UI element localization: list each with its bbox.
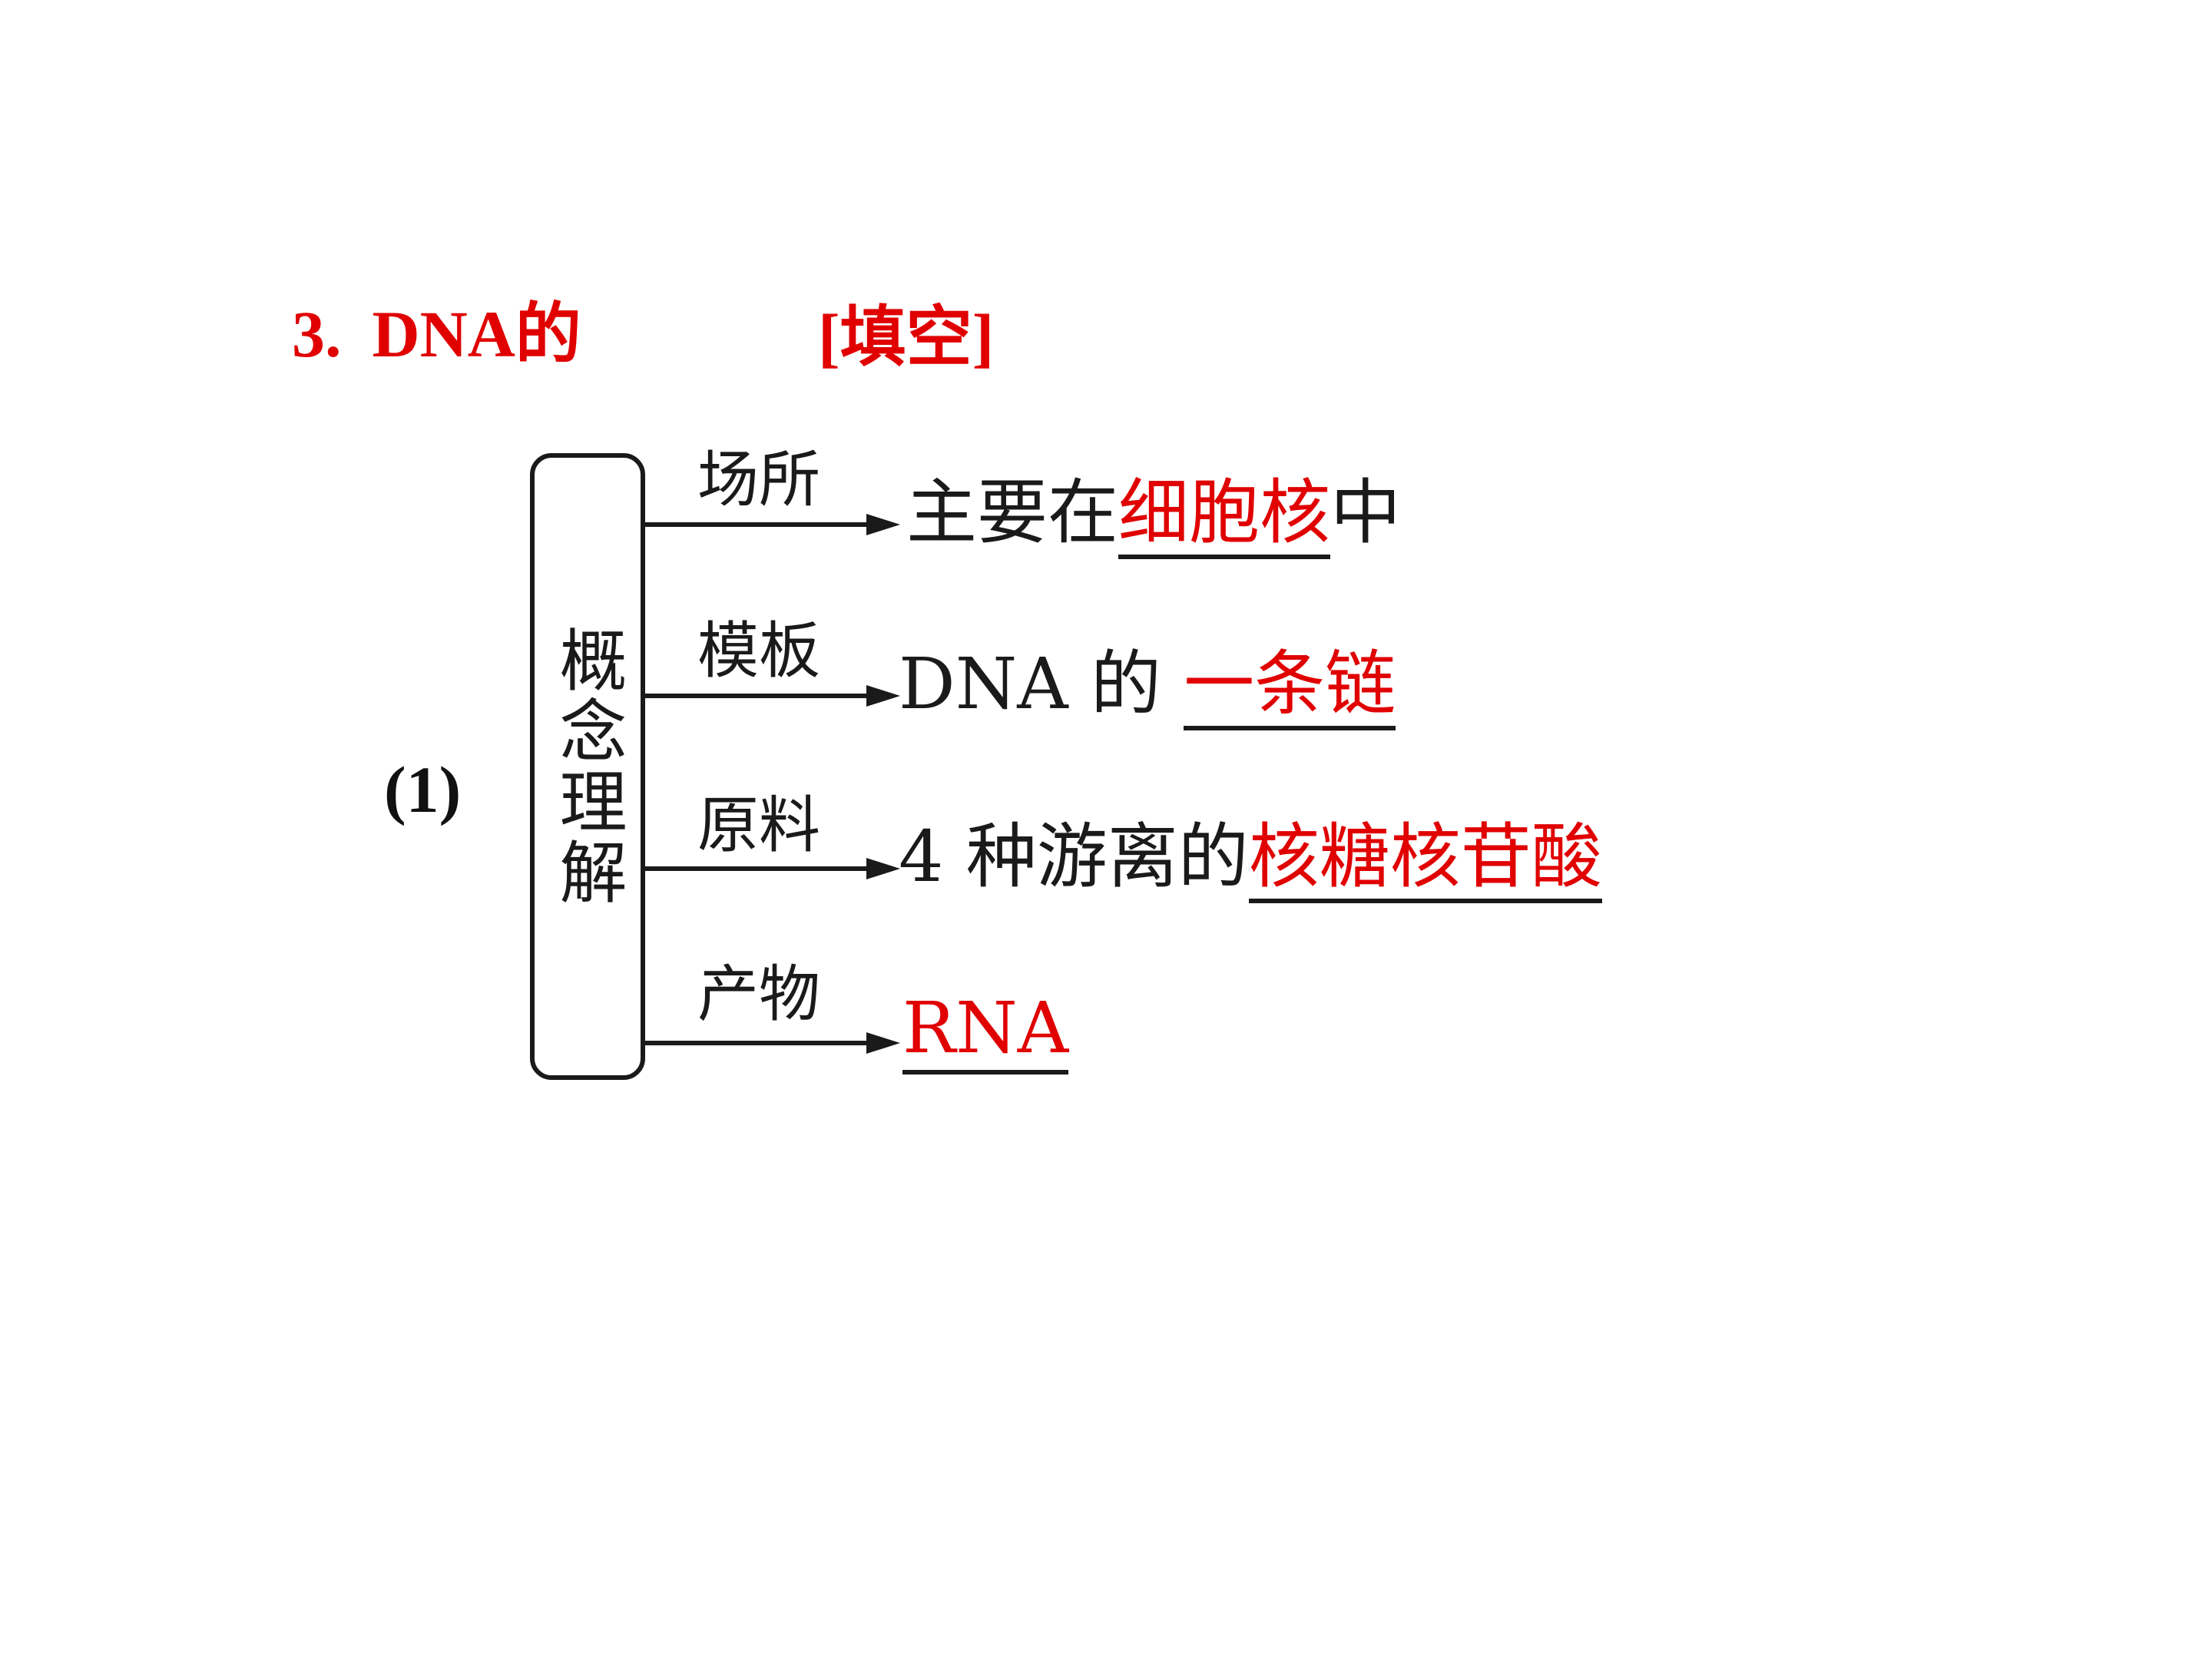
branch-label-location: 场所 [697,444,820,515]
fill-blank-tag: [填空] [818,300,995,374]
answer-blank-product: RNA [902,993,1069,1075]
arrow-head-icon [866,685,900,707]
branch-content-product: RNA [902,993,1069,1075]
content-prefix: 4 种游离的 [899,816,1249,898]
concept-box: 概念理解 [530,453,645,1080]
branch-content-location: 主要在细胞核中 [906,478,1401,559]
answer-blank-template: 一条链 [1184,649,1396,730]
item-number: (1) [384,753,462,826]
section-title: 3.DNA的 [292,301,581,367]
branch-arrow-line-raw-material [645,866,876,871]
section-number: 3. [292,297,342,371]
arrow-head-icon [866,514,900,535]
answer-blank-raw-material: 核糖核苷酸 [1248,822,1602,903]
branch-arrow-line-product [645,1041,876,1045]
arrow-head-icon [866,858,900,879]
arrow-head-icon [866,1032,900,1054]
branch-label-raw-material: 原料 [697,790,820,861]
content-prefix: 主要在 [906,472,1119,554]
concept-label: 概念理解 [548,625,628,908]
section-title-text: DNA的 [372,297,581,371]
branch-content-raw-material: 4 种游离的核糖核苷酸 [899,822,1602,903]
content-prefix: DNA 的 [899,643,1161,725]
branch-arrow-line-template [645,694,876,698]
branch-content-template: DNA 的 一条链 [899,649,1396,730]
content-suffix: 中 [1330,472,1402,554]
branch-arrow-line-location [645,522,876,527]
answer-blank-location: 细胞核 [1118,478,1331,559]
branch-label-product: 产物 [697,959,820,1030]
branch-label-template: 模板 [697,615,820,687]
